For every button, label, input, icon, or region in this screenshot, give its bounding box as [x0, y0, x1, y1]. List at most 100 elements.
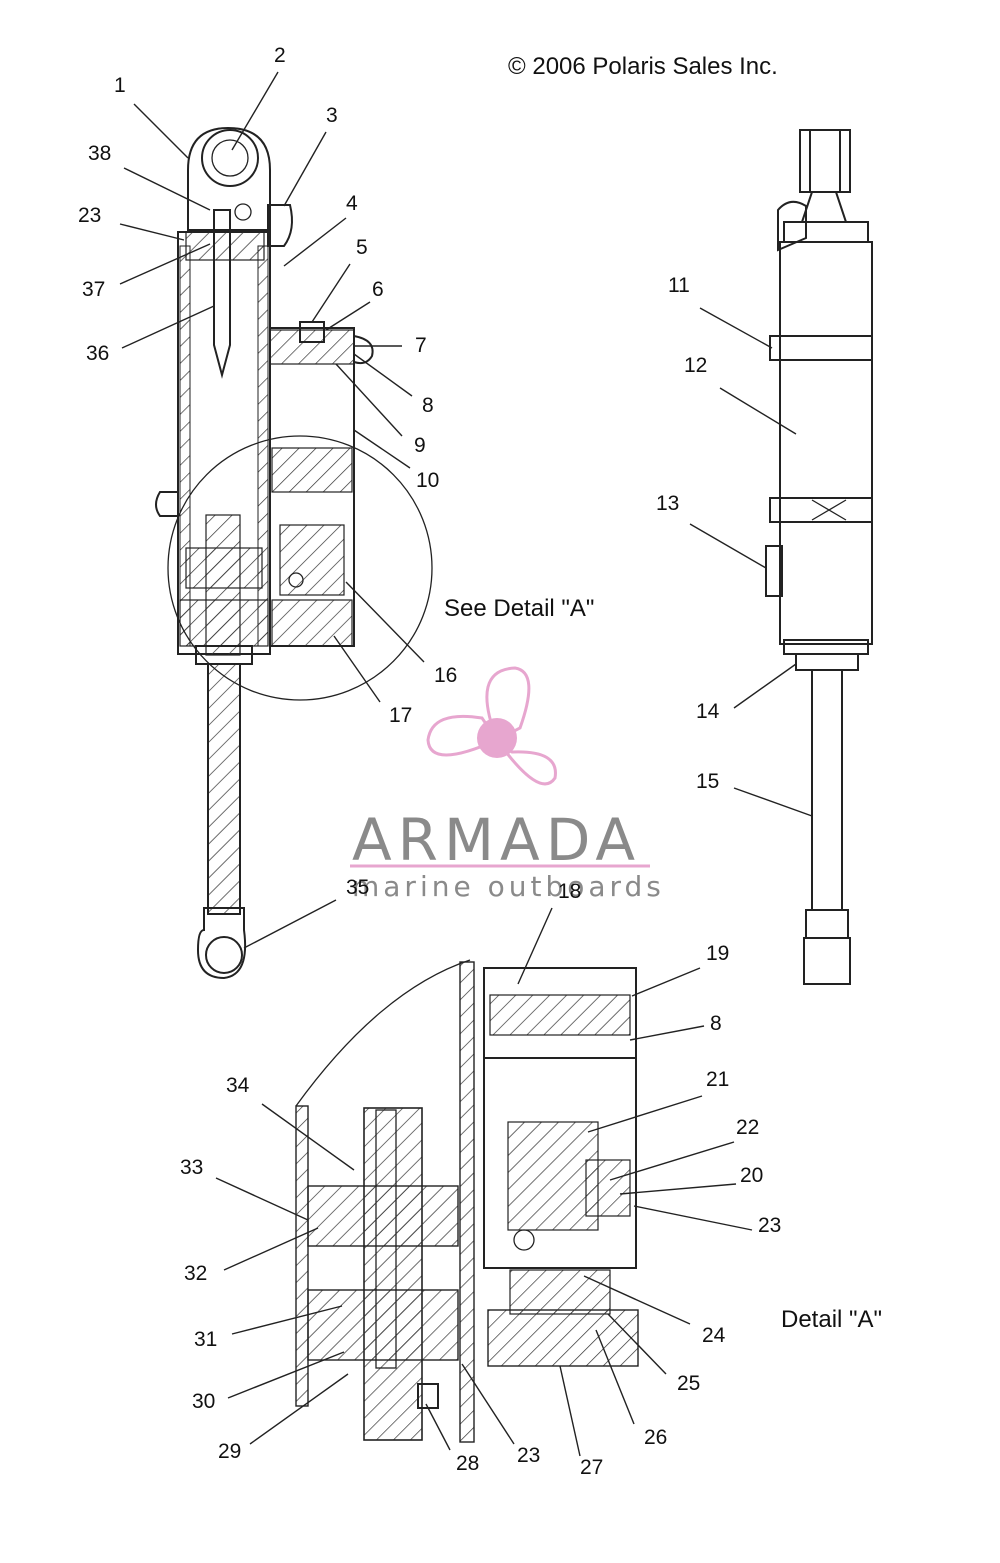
check-ball	[288, 572, 304, 588]
copyright-text: © 2006 Polaris Sales Inc.	[508, 53, 778, 80]
seal-head-detail	[307, 1289, 459, 1361]
detail-a-title: Detail "A"	[781, 1306, 882, 1333]
leader-line-16	[345, 581, 425, 663]
part-label-25: 25	[677, 1372, 700, 1395]
leader-line-23	[461, 1363, 515, 1445]
part-label-13: 13	[656, 492, 679, 515]
shaft	[207, 663, 241, 915]
leader-line-23	[633, 1205, 753, 1231]
part-label-19: 19	[706, 942, 729, 965]
propeller-logo-icon	[426, 666, 557, 786]
leader-line-12	[719, 387, 797, 435]
leader-line-21	[587, 1095, 703, 1133]
top-eyelet	[187, 126, 271, 231]
part-label-20: 20	[740, 1164, 763, 1187]
reservoir-end-cap	[271, 599, 353, 647]
shaft-end	[805, 909, 849, 939]
part-label-14: 14	[696, 700, 720, 723]
leader-line-5	[311, 263, 351, 323]
detail-arc	[295, 959, 471, 1107]
part-label-32: 32	[184, 1262, 207, 1285]
part-label-23: 23	[517, 1444, 540, 1467]
leader-line-19	[631, 967, 701, 997]
part-label-8: 8	[710, 1012, 722, 1035]
left-wall-detail	[295, 1105, 309, 1407]
watermark-tagline: marine outboards	[352, 870, 665, 903]
part-label-35: 35	[346, 876, 369, 899]
preload-ring-13	[769, 497, 873, 523]
leader-line-13	[689, 523, 767, 569]
adjuster-needle	[213, 209, 231, 379]
part-label-11: 11	[668, 274, 690, 297]
shock-cross-section	[155, 126, 433, 980]
shaft-exterior-15	[811, 669, 843, 911]
valve-cap-exterior	[777, 200, 807, 252]
part-label-2: 2	[274, 44, 286, 67]
leader-line-9	[335, 363, 403, 437]
leader-line-20	[619, 1183, 737, 1195]
eyelet-bore	[211, 139, 249, 177]
leader-line-25	[607, 1313, 667, 1375]
ifp-body-detail	[489, 994, 631, 1036]
leader-line-37	[119, 243, 211, 285]
part-label-38: 38	[88, 142, 111, 165]
clevis-base	[800, 191, 848, 223]
part-number-labels: 1234567891011121314151617181982122202324…	[78, 44, 781, 1479]
leader-line-4	[283, 217, 347, 267]
part-label-31: 31	[194, 1328, 217, 1351]
part-label-15: 15	[696, 770, 719, 793]
leader-line-15	[733, 787, 813, 817]
part-label-34: 34	[226, 1074, 250, 1097]
leader-line-36	[121, 305, 215, 349]
leader-line-2	[231, 71, 279, 151]
body-cap	[185, 231, 265, 261]
adjuster-body-detail	[507, 1121, 599, 1231]
leader-line-6	[325, 301, 371, 331]
seal-head	[179, 599, 269, 647]
reservoir-detail	[483, 967, 637, 1269]
leader-line-17	[333, 635, 381, 703]
top-clevis	[799, 129, 851, 193]
leader-line-38	[123, 167, 211, 211]
top-cap-exterior	[783, 221, 869, 243]
part-label-9: 9	[414, 434, 426, 457]
side-tab	[765, 545, 783, 597]
leader-line-29	[249, 1373, 349, 1445]
leader-line-3	[283, 131, 327, 207]
see-detail-callout: See Detail "A"	[444, 595, 594, 622]
leader-line-34	[261, 1103, 355, 1171]
lower-eyelet-bore	[205, 936, 243, 974]
part-label-5: 5	[356, 236, 368, 259]
reservoir-cap	[269, 329, 355, 365]
leader-line-27	[559, 1365, 581, 1457]
part-label-33: 33	[180, 1156, 203, 1179]
leader-line-33	[215, 1177, 309, 1221]
part-label-21: 21	[706, 1068, 729, 1091]
leader-line-11	[699, 307, 773, 349]
seal-nut-14	[795, 653, 859, 671]
part-label-37: 37	[82, 278, 105, 301]
leader-line-1	[133, 103, 189, 159]
leader-line-28	[425, 1403, 451, 1451]
leader-line-26	[595, 1329, 635, 1425]
leader-line-32	[223, 1227, 319, 1271]
part-label-29: 29	[218, 1440, 241, 1463]
part-label-23: 23	[78, 204, 101, 227]
main-piston-detail	[307, 1185, 459, 1247]
body-bottom-cap	[783, 639, 869, 655]
cap-o-ring	[353, 335, 374, 365]
bleed-screw	[234, 203, 252, 221]
part-label-17: 17	[389, 704, 412, 727]
leader-line-14	[733, 663, 797, 709]
lower-mount-exterior	[803, 937, 851, 985]
eyelet-bushing	[201, 129, 259, 187]
part-label-18: 18	[558, 880, 581, 903]
part-label-30: 30	[192, 1390, 215, 1413]
end-cap-detail	[487, 1309, 639, 1367]
body-wall-detail	[459, 961, 475, 1443]
lower-eyelet	[196, 907, 247, 980]
part-label-23: 23	[758, 1214, 781, 1237]
adjuster-base-detail	[509, 1269, 611, 1315]
leader-line-31	[231, 1305, 343, 1335]
leader-line-8	[629, 1025, 705, 1041]
